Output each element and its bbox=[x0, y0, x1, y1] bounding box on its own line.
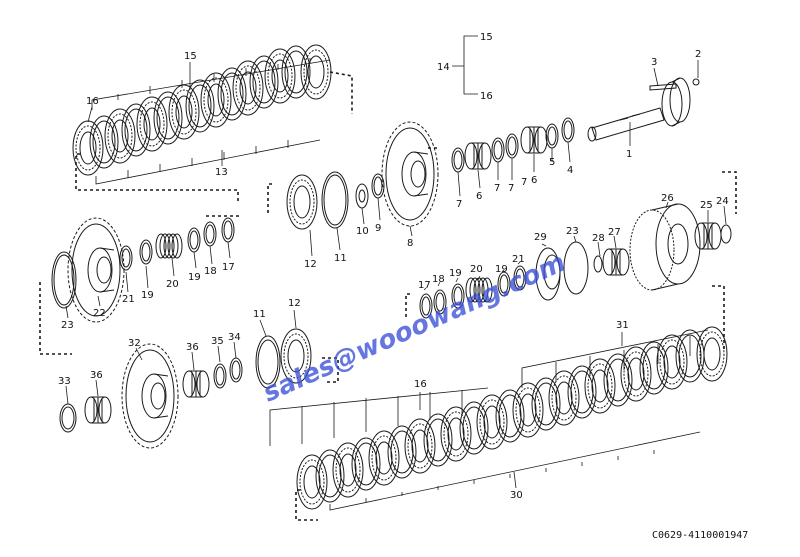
callout-29: 29 bbox=[534, 232, 547, 243]
callout-6b: 6 bbox=[476, 191, 482, 202]
callout-labels: 1 2 3 4 5 6 6 7 7 7 7 8 9 10 11 11 12 12… bbox=[58, 32, 729, 501]
callout-5: 5 bbox=[549, 157, 555, 168]
callout-8: 8 bbox=[407, 238, 413, 249]
callout-14: 14 bbox=[437, 62, 450, 73]
callout-16c: 16 bbox=[414, 379, 427, 390]
callout-21a: 21 bbox=[122, 294, 135, 305]
callout-12a: 12 bbox=[304, 259, 317, 270]
gear-group-upper-middle bbox=[286, 121, 439, 230]
clutch-pack-upper bbox=[72, 44, 332, 176]
callout-17b: 17 bbox=[418, 280, 431, 291]
callout-22: 22 bbox=[93, 308, 106, 319]
callout-6a: 6 bbox=[531, 175, 537, 186]
callout-19c: 19 bbox=[449, 268, 462, 279]
gear-group-lower-left bbox=[59, 328, 312, 449]
callout-30: 30 bbox=[510, 490, 523, 501]
callout-28: 28 bbox=[592, 233, 605, 244]
callout-17a: 17 bbox=[222, 262, 235, 273]
callout-19b: 19 bbox=[141, 290, 154, 301]
callout-32: 32 bbox=[128, 338, 141, 349]
callout-18a: 18 bbox=[204, 266, 217, 277]
callout-26: 26 bbox=[661, 193, 674, 204]
clutch-pack-middle-left bbox=[51, 217, 235, 323]
callout-16a: 16 bbox=[86, 96, 99, 107]
callout-25: 25 bbox=[700, 200, 713, 211]
callout-20b: 20 bbox=[470, 264, 483, 275]
input-shaft-group bbox=[451, 77, 700, 173]
callout-19d: 19 bbox=[495, 264, 508, 275]
callout-7c: 7 bbox=[508, 183, 514, 194]
callout-31: 31 bbox=[616, 320, 629, 331]
callout-35: 35 bbox=[211, 336, 224, 347]
callout-23a: 23 bbox=[61, 320, 74, 331]
callout-34: 34 bbox=[228, 332, 241, 343]
callout-7b: 7 bbox=[494, 183, 500, 194]
callout-2: 2 bbox=[695, 49, 701, 60]
callout-11b: 11 bbox=[253, 309, 266, 320]
callout-12b: 12 bbox=[288, 298, 301, 309]
callout-1: 1 bbox=[626, 149, 632, 160]
callout-19a: 19 bbox=[188, 272, 201, 283]
callout-7d: 7 bbox=[521, 177, 527, 188]
callout-36a: 36 bbox=[186, 342, 199, 353]
callout-33: 33 bbox=[58, 376, 71, 387]
callout-4: 4 bbox=[567, 165, 573, 176]
callout-36b: 36 bbox=[90, 370, 103, 381]
callout-16b: 16 bbox=[480, 91, 493, 102]
callout-10: 10 bbox=[356, 226, 369, 237]
callout-7a: 7 bbox=[456, 199, 462, 210]
callout-27: 27 bbox=[608, 227, 621, 238]
callout-24: 24 bbox=[716, 196, 729, 207]
callout-9: 9 bbox=[375, 223, 381, 234]
callout-3: 3 bbox=[651, 57, 657, 68]
callout-18b: 18 bbox=[432, 274, 445, 285]
callout-15b: 15 bbox=[480, 32, 493, 43]
callout-20a: 20 bbox=[166, 279, 179, 290]
callout-11a: 11 bbox=[334, 253, 347, 264]
drawing-code: C0629-4110001947 bbox=[652, 530, 748, 541]
callout-23b: 23 bbox=[566, 226, 579, 237]
callout-13: 13 bbox=[215, 167, 228, 178]
clutch-pack-middle-right bbox=[419, 203, 732, 319]
callout-15a: 15 bbox=[184, 51, 197, 62]
callout-21b: 21 bbox=[512, 254, 525, 265]
